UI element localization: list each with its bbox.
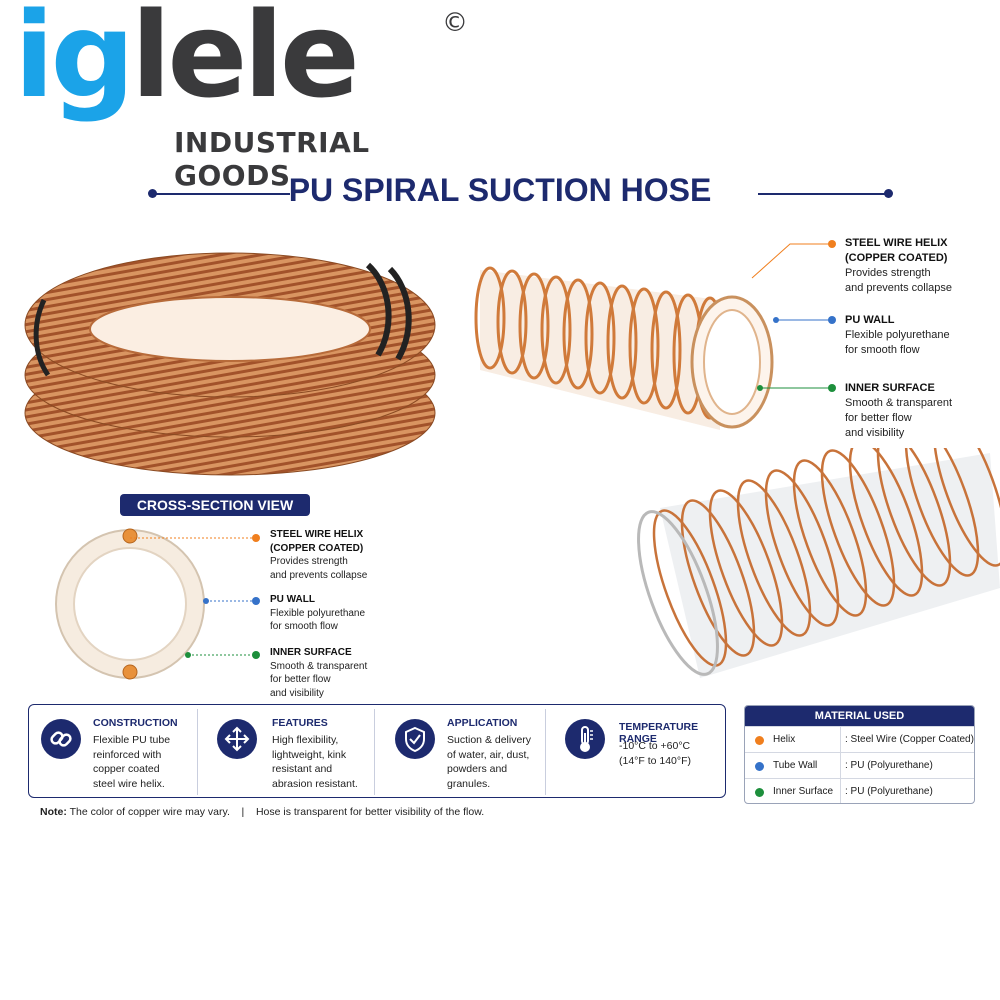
callout-line: Flexible polyurethane: [845, 329, 950, 341]
page-title: PU SPIRAL SUCTION HOSE: [288, 172, 712, 208]
material-divider: [840, 779, 841, 803]
info-line: resistant and: [272, 763, 333, 775]
note-text-2: Hose is transparent for better visibilit…: [255, 806, 485, 818]
callout-head: STEEL WIRE HELIX: [845, 237, 948, 249]
callout-head: INNER SURFACE: [845, 382, 935, 394]
callout-head: PU WALL: [845, 314, 895, 326]
material-part: Helix: [773, 734, 796, 745]
note-text-1: The color of copper wire may vary.: [69, 806, 230, 818]
material-part: Tube Wall: [773, 760, 818, 771]
thermometer-icon: [565, 719, 605, 759]
callout-inner-surface: INNER SURFACE Smooth & transparent for b…: [845, 381, 952, 441]
features-panel: CONSTRUCTION Flexible PU tube reinforced…: [28, 704, 726, 798]
callout-steel-wire: STEEL WIRE HELIX (COPPER COATED) Provide…: [845, 236, 952, 296]
callout-line: for smooth flow: [270, 621, 338, 632]
callout-pu-wall: PU WALL Flexible polyurethane for smooth…: [845, 313, 950, 358]
info-line: Suction & delivery: [447, 734, 532, 746]
hose-section-image: [474, 266, 774, 430]
info-line: -10°C to +60°C: [619, 740, 691, 752]
callout-leaders-top: [751, 240, 836, 392]
callout-line: and visibility: [845, 427, 905, 439]
info-line: (14°F to 140°F): [619, 754, 692, 767]
cs-callout-pu-wall: PU WALL Flexible polyurethane for smooth…: [270, 593, 365, 634]
info-line: abrasion resistant.: [272, 777, 358, 790]
material-value: : PU (Polyurethane): [845, 760, 933, 771]
coiled-hose-image: [24, 252, 436, 476]
info-text-construction: Flexible PU tube reinforced with copper …: [93, 733, 170, 791]
info-line: lightweight, kink: [272, 748, 347, 761]
info-title-temperature: TEMPERATURE RANGE: [619, 721, 699, 745]
callout-line: for better flow: [845, 412, 912, 424]
cross-section-label: CROSS-SECTION VIEW: [120, 494, 310, 516]
info-title-construction: CONSTRUCTION: [93, 717, 178, 729]
info-text-features: High flexibility, lightweight, kink resi…: [272, 733, 358, 791]
callout-line: Provides strength: [845, 267, 931, 279]
info-line: powders and: [447, 763, 508, 775]
cross-section-leaders: [130, 534, 260, 659]
callout-head: STEEL WIRE HELIX: [270, 529, 364, 540]
orange-dot-icon: [755, 736, 764, 745]
brand-logo: iglele © INDUSTRIAL GOODS: [14, 0, 484, 192]
cross-section-diagram: [55, 528, 205, 680]
note-separator: |: [241, 806, 245, 818]
info-divider: [545, 709, 546, 795]
title-rule-right: [758, 193, 888, 195]
callout-line: and prevents collapse: [270, 569, 368, 581]
material-table: MATERIAL USED Helix : Steel Wire (Copper…: [744, 705, 975, 804]
info-title-features: FEATURES: [272, 717, 328, 729]
info-line: steel wire helix.: [93, 777, 165, 790]
link-chain-icon: [41, 719, 81, 759]
callout-line: Smooth & transparent: [270, 660, 368, 672]
info-line: High flexibility,: [272, 734, 339, 746]
info-line: copper coated: [93, 763, 160, 775]
info-text-temperature: -10°C to +60°C (14°F to 140°F): [619, 739, 691, 768]
callout-line: Smooth & transparent: [845, 397, 953, 409]
title-rule-left: [152, 193, 290, 195]
callout-line: and visibility: [270, 687, 324, 699]
logo-tagline: INDUSTRIAL GOODS: [174, 126, 370, 192]
info-divider: [197, 709, 198, 795]
logo-wordmark: iglele: [14, 0, 360, 124]
material-row: Inner Surface : PU (Polyurethane): [745, 778, 974, 803]
callout-line: for better flow: [270, 674, 331, 685]
info-line: reinforced with: [93, 748, 162, 761]
info-line: granules.: [447, 777, 491, 790]
info-line: of water, air, dust,: [447, 748, 530, 761]
cs-callout-inner-surface: INNER SURFACE Smooth & transparent for b…: [270, 646, 367, 700]
callout-line: and prevents collapse: [845, 282, 953, 294]
note-label: Note:: [40, 806, 67, 818]
material-value: : PU (Polyurethane): [845, 786, 933, 797]
callout-line: Flexible polyurethane: [270, 607, 366, 619]
material-divider: [840, 727, 841, 753]
shield-check-icon: [395, 719, 435, 759]
callout-line: Provides strength: [270, 556, 348, 567]
info-title-application: APPLICATION: [447, 717, 518, 729]
material-table-title: MATERIAL USED: [745, 706, 974, 726]
callout-head: INNER SURFACE: [270, 647, 352, 658]
green-dot-icon: [755, 788, 764, 797]
info-divider: [374, 709, 375, 795]
title-dot-right: [884, 189, 893, 198]
material-row: Helix : Steel Wire (Copper Coated): [745, 726, 974, 753]
callout-line: for smooth flow: [845, 344, 920, 356]
material-value: : Steel Wire (Copper Coated): [845, 734, 974, 745]
info-text-application: Suction & delivery of water, air, dust, …: [447, 733, 531, 791]
cs-callout-steel-wire: STEEL WIRE HELIX (COPPER COATED) Provide…: [270, 528, 367, 582]
hose-large-image: [637, 448, 1000, 678]
material-divider: [840, 753, 841, 779]
footnote: Note: The color of copper wire may vary.…: [40, 806, 484, 818]
callout-head: PU WALL: [270, 594, 315, 605]
info-line: Flexible PU tube: [93, 734, 171, 746]
move-arrows-icon: [217, 719, 257, 759]
material-part: Inner Surface: [773, 786, 834, 797]
callout-head-sub: (COPPER COATED): [845, 252, 948, 264]
material-row: Tube Wall : PU (Polyurethane): [745, 752, 974, 779]
copyright-mark: ©: [442, 8, 468, 38]
callout-head-sub: (COPPER COATED): [270, 542, 364, 554]
blue-dot-icon: [755, 762, 764, 771]
